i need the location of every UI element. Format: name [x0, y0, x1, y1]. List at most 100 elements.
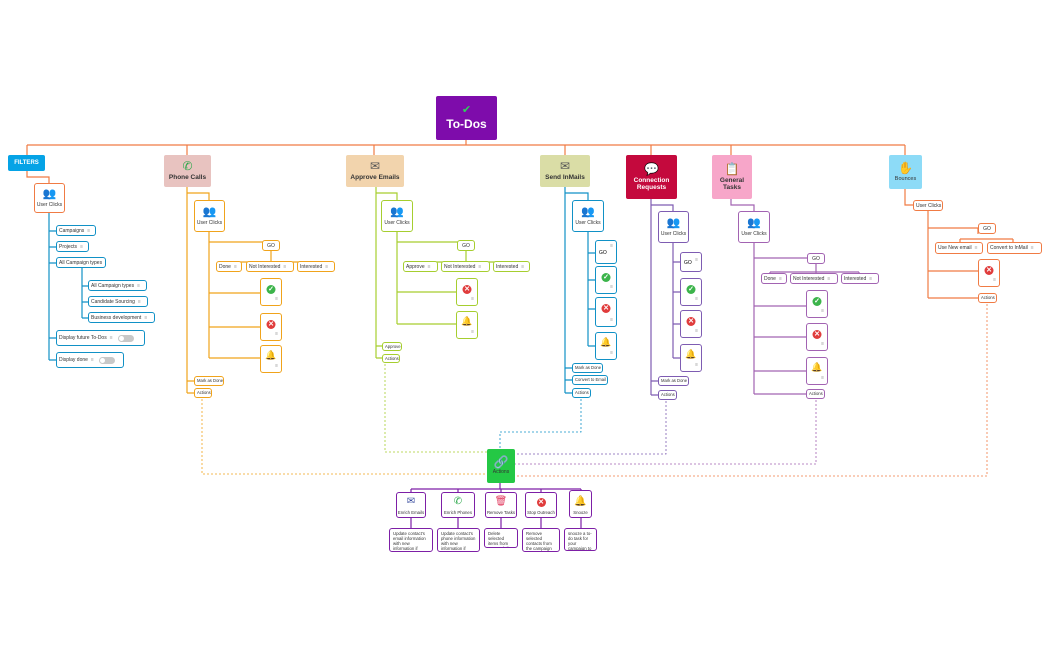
users-icon: 👥	[390, 205, 404, 218]
email-approve-leaf[interactable]: Approve	[382, 342, 402, 351]
action-desc-enrich-emails: Update contact's email information with …	[389, 528, 433, 552]
phone-done-node[interactable]: Done≡	[216, 261, 242, 272]
action-remove-tasks[interactable]: 🗑Remove Tasks	[485, 492, 517, 518]
toggle-switch[interactable]	[98, 356, 115, 364]
bounces-use-new-email[interactable]: Use New email≡	[935, 242, 983, 254]
general-interested-node[interactable]: Interested≡	[841, 273, 879, 284]
bounces-actions[interactable]: Actions	[978, 293, 997, 303]
phone-calls-header[interactable]: ✆ Phone Calls	[164, 155, 211, 187]
action-label: Enrich Emails	[397, 510, 425, 515]
email-approve-node[interactable]: Approve≡	[403, 261, 438, 272]
clipboard-icon: 📋	[724, 161, 740, 176]
action-description: Update contact's phone information with …	[441, 531, 476, 552]
note-icon: ≡	[610, 350, 613, 356]
action-snooze[interactable]: 🔔Snooze	[569, 490, 592, 518]
actions-hub[interactable]: 🔗 Actions	[487, 449, 515, 483]
bounces-convert-inmail[interactable]: Convert to InMail≡	[987, 242, 1042, 254]
filter-projects[interactable]: Projects≡	[56, 241, 89, 252]
conn-user-clicks[interactable]: 👥User Clicks	[658, 211, 689, 243]
conn-bell-node[interactable]: 🔔≡	[680, 344, 702, 372]
filter-display-future[interactable]: Display future To-Dos≡	[56, 330, 145, 346]
phone-interested-node[interactable]: Interested≡	[297, 261, 335, 272]
note-icon: ≡	[821, 341, 824, 347]
filter-option-candidate-sourcing[interactable]: Candidate Sourcing≡	[88, 296, 148, 307]
phone-check-node[interactable]: ✓≡	[260, 278, 282, 306]
note-icon: ≡	[87, 227, 91, 234]
filters-user-clicks[interactable]: 👥User Clicks	[34, 183, 65, 213]
root-node[interactable]: ✔ To-Dos	[436, 96, 497, 140]
inmail-actions[interactable]: Actions	[572, 388, 591, 398]
action-stop-outreach[interactable]: ✕Stop Outreach	[525, 492, 557, 518]
toggle-switch[interactable]	[117, 334, 134, 342]
conn-go-node[interactable]: GO≡	[680, 252, 702, 272]
user-clicks-label: User Clicks	[741, 230, 767, 237]
email-actions[interactable]: Actions	[382, 354, 400, 363]
action-enrich-emails[interactable]: ✉Enrich Emails	[396, 492, 426, 518]
phone-bell-node[interactable]: 🔔≡	[260, 345, 282, 373]
go-label: GO	[462, 242, 470, 249]
email-bell-node[interactable]: 🔔≡	[456, 311, 478, 339]
inmail-user-clicks[interactable]: 👥User Clicks	[572, 200, 604, 232]
general-bell-node[interactable]: 🔔≡	[806, 357, 828, 385]
bounces-user-clicks[interactable]: User Clicks	[913, 200, 943, 211]
action-enrich-phones[interactable]: ✆Enrich Phones	[441, 492, 475, 518]
note-icon: ≡	[471, 329, 474, 335]
user-clicks-label: User Clicks	[916, 202, 942, 209]
action-description: Remove selected contacts from the campai…	[526, 531, 552, 552]
phone-not-interested-node[interactable]: Not Interested≡	[246, 261, 294, 272]
inmail-mark-done[interactable]: Mark as Done	[572, 363, 603, 373]
general-done-node[interactable]: Done≡	[761, 273, 787, 284]
general-not-interested-node[interactable]: Not Interested≡	[790, 273, 838, 284]
send-inmails-header[interactable]: ✉ Send InMails	[540, 155, 590, 187]
general-tasks-header[interactable]: 📋 General Tasks	[712, 155, 752, 199]
action-label: Remove Tasks	[486, 510, 516, 515]
bounces-cross-node[interactable]: ✕≡	[978, 259, 1000, 287]
action-description: Delete selected items from your task lis…	[488, 531, 513, 547]
inmail-check-node[interactable]: ✓≡	[595, 266, 617, 294]
action-desc-remove-tasks: Delete selected items from your task lis…	[484, 528, 518, 548]
phone-mark-done[interactable]: Mark as Done	[194, 376, 224, 386]
filters-header[interactable]: FILTERS	[8, 155, 45, 171]
general-check-node[interactable]: ✓≡	[806, 290, 828, 318]
pointer-hand-icon: ✋	[898, 160, 913, 175]
bounces-go-node[interactable]: GO	[978, 223, 996, 234]
inmail-convert-email[interactable]: Convert to Email	[572, 375, 608, 385]
filter-option-all-types[interactable]: All Campaign types≡	[88, 280, 147, 291]
filter-option-business-development[interactable]: Business development≡	[88, 312, 155, 323]
conn-check-node[interactable]: ✓≡	[680, 278, 702, 306]
filter-campaigns[interactable]: Campaigns≡	[56, 225, 96, 236]
conn-mark-done[interactable]: Mark as Done	[658, 376, 689, 386]
filter-display-done[interactable]: Display done≡	[56, 352, 124, 368]
actions-label: Actions	[385, 355, 399, 361]
action-label: Enrich Phones	[444, 510, 472, 515]
general-user-clicks[interactable]: 👥User Clicks	[738, 211, 770, 243]
filters-title: FILTERS	[14, 159, 39, 166]
bounces-header[interactable]: ✋ Bounces	[889, 155, 922, 189]
phone-go-node[interactable]: GO	[262, 240, 280, 251]
inmail-bell-node[interactable]: 🔔≡	[595, 332, 617, 360]
phone-cross-node[interactable]: ✕≡	[260, 313, 282, 341]
general-cross-node[interactable]: ✕≡	[806, 323, 828, 351]
connection-requests-header[interactable]: 💬 Connection Requests	[626, 155, 677, 199]
note-icon: ≡	[80, 243, 83, 250]
email-not-interested-node[interactable]: Not Interested≡	[441, 261, 490, 272]
note-icon: ≡	[821, 375, 824, 381]
general-go-node[interactable]: GO	[807, 253, 825, 264]
done-label: Done	[764, 275, 776, 282]
use-new-email-label: Use New email	[938, 245, 972, 251]
phone-user-clicks[interactable]: 👥User Clicks	[194, 200, 225, 232]
email-interested-node[interactable]: Interested≡	[493, 261, 530, 272]
approve-emails-header[interactable]: ✉ Approve Emails	[346, 155, 404, 187]
inmail-go-node[interactable]: GO≡	[595, 240, 617, 264]
email-go-node[interactable]: GO	[457, 240, 475, 251]
conn-actions[interactable]: Actions	[658, 390, 677, 400]
email-user-clicks[interactable]: 👥User Clicks	[381, 200, 413, 232]
inmail-cross-node[interactable]: ✕≡	[595, 297, 617, 327]
filter-all-campaign-types[interactable]: All Campaign types	[56, 257, 106, 268]
conn-cross-node[interactable]: ✕≡	[680, 310, 702, 338]
phone-actions[interactable]: Actions	[194, 388, 212, 398]
note-icon: ≡	[521, 263, 525, 270]
email-cross-node[interactable]: ✕≡	[456, 278, 478, 306]
general-actions[interactable]: Actions	[806, 389, 825, 399]
action-desc-stop-outreach: Remove selected contacts from the campai…	[522, 528, 560, 552]
